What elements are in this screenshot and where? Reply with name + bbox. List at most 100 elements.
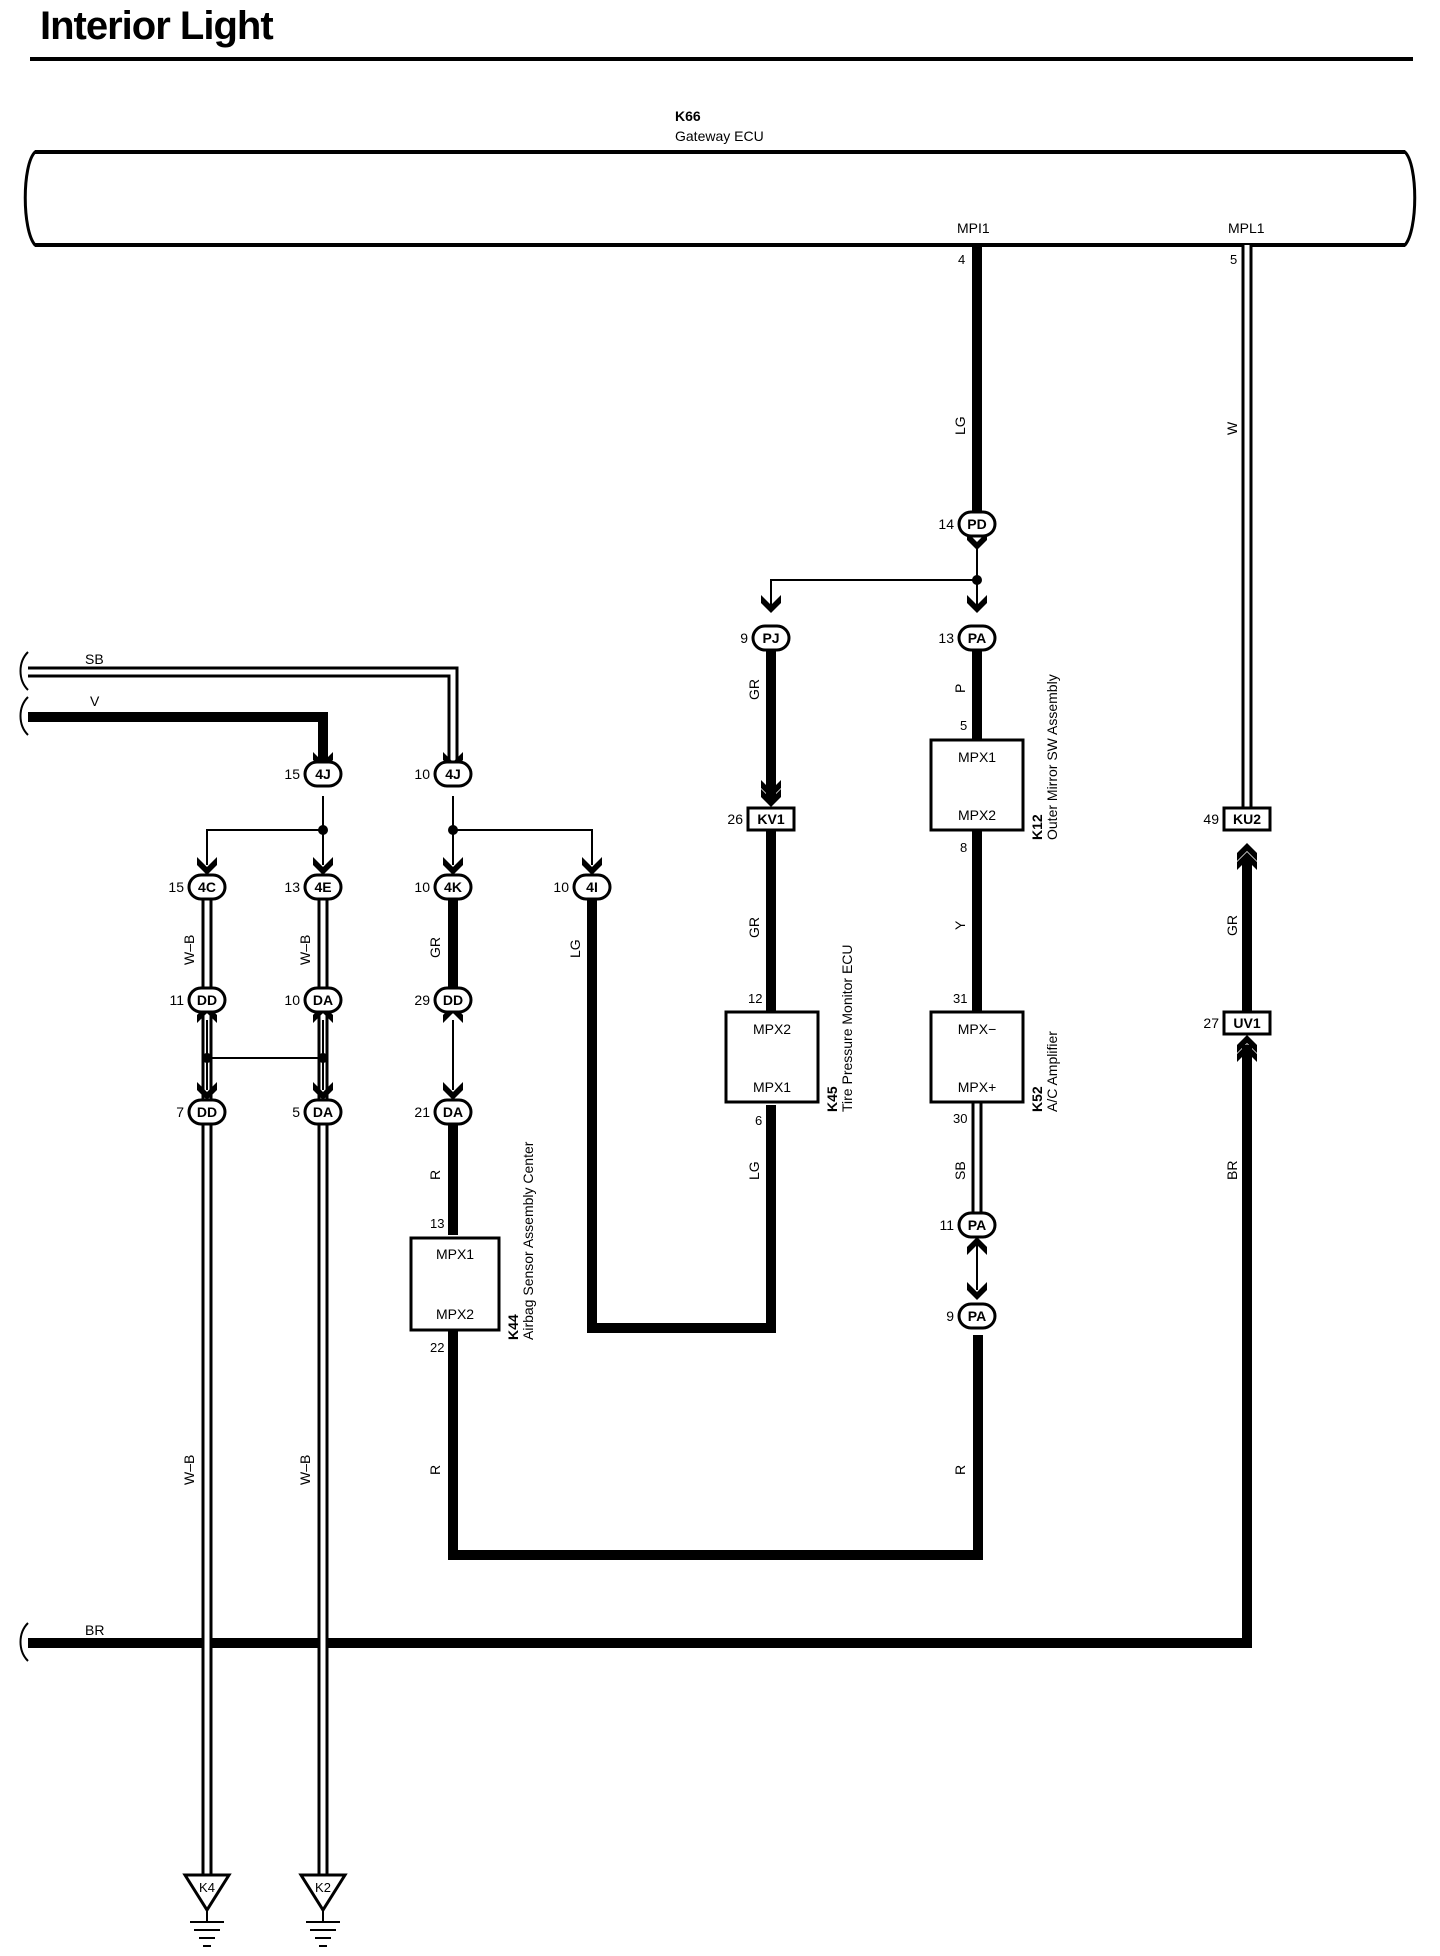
k52-id: K52 xyxy=(1029,1086,1045,1112)
conn-code: 4J xyxy=(315,766,331,782)
conn-pin: 15 xyxy=(168,879,184,895)
conn-pin: 13 xyxy=(938,630,954,646)
conn-pin: 9 xyxy=(740,630,748,646)
connector-rects xyxy=(746,806,1272,1036)
k52-box: MPX− MPX+ 31 30 K52 A/C Amplifier xyxy=(929,991,1060,1126)
conn-pin: 13 xyxy=(284,879,300,895)
wire-label: BR xyxy=(1224,1161,1240,1180)
k45-pin-a-no: 12 xyxy=(748,991,762,1006)
k12-id: K12 xyxy=(1029,814,1045,840)
conn-code: 4J xyxy=(445,766,461,782)
k45-pin-b: MPX1 xyxy=(753,1079,791,1095)
k52-pin-b: MPX+ xyxy=(958,1079,997,1095)
conn-code: 4I xyxy=(586,879,598,895)
conn-dd-29 xyxy=(433,986,473,1014)
k44-pin-a-no: 13 xyxy=(430,1216,444,1231)
wire-label: GR xyxy=(1224,915,1240,936)
conn-code: PA xyxy=(968,1217,986,1233)
wire-label: GR xyxy=(746,679,762,700)
conn-code: PA xyxy=(968,630,986,646)
wire-label: SB xyxy=(952,1161,968,1180)
ecu-pin-mpi1: MPI1 xyxy=(957,220,990,236)
k52-pin-a: MPX− xyxy=(958,1021,997,1037)
conn-da-10 xyxy=(303,986,343,1014)
conn-pin: 27 xyxy=(1203,1015,1219,1031)
conn-da-5 xyxy=(303,1098,343,1126)
conn-pin: 10 xyxy=(414,879,430,895)
k44-box: MPX1 MPX2 13 22 K44 Airbag Sensor Assemb… xyxy=(409,1141,536,1355)
k12-pin-b-no: 8 xyxy=(960,840,967,855)
ground-k2: K2 xyxy=(298,1873,348,1947)
conn-4j-15 xyxy=(303,760,343,788)
conn-pin: 7 xyxy=(176,1104,184,1120)
k44-name: Airbag Sensor Assembly Center xyxy=(520,1141,536,1340)
conn-code: KV1 xyxy=(757,811,784,827)
conn-4i xyxy=(572,873,612,901)
wire-label: P xyxy=(952,684,968,693)
conn-4k xyxy=(433,873,473,901)
conn-code: DA xyxy=(313,992,333,1008)
wire-label: W–B xyxy=(297,935,313,965)
k12-pin-a: MPX1 xyxy=(958,749,996,765)
conn-pin: 21 xyxy=(414,1104,430,1120)
k12-box: MPX1 MPX2 5 8 K12 Outer Mirror SW Assemb… xyxy=(929,674,1060,855)
conn-dd-7 xyxy=(187,1098,227,1126)
conn-code: DD xyxy=(197,1104,217,1120)
conn-pin: 15 xyxy=(284,766,300,782)
conn-kv1 xyxy=(746,806,796,832)
conn-pin: 10 xyxy=(414,766,430,782)
conn-code: 4C xyxy=(198,879,216,895)
conn-code: DD xyxy=(443,992,463,1008)
thick-wires xyxy=(28,245,1252,1648)
conn-da-21 xyxy=(433,1098,473,1126)
conn-code: PD xyxy=(967,516,986,532)
conn-pin: 10 xyxy=(553,879,569,895)
wire-label: GR xyxy=(427,937,443,958)
ecu-pin-no-4: 4 xyxy=(958,252,965,267)
ground-k4: K4 xyxy=(182,1873,232,1947)
conn-dd-11 xyxy=(187,986,227,1014)
ground-label: K4 xyxy=(199,1880,215,1895)
wire-lg-4i xyxy=(587,892,776,1333)
k45-id: K45 xyxy=(824,1086,840,1112)
conn-pin: 49 xyxy=(1203,811,1219,827)
conn-pin: 5 xyxy=(292,1104,300,1120)
wire-label: R xyxy=(427,1170,443,1180)
conn-pin: 29 xyxy=(414,992,430,1008)
wire-label-sb: SB xyxy=(85,651,104,667)
ecu-pin-no-5: 5 xyxy=(1230,252,1237,267)
wire-label: GR xyxy=(746,917,762,938)
k52-pin-b-no: 30 xyxy=(953,1111,967,1126)
conn-pin: 14 xyxy=(938,516,954,532)
conn-code: PJ xyxy=(762,630,779,646)
conn-code: KU2 xyxy=(1233,811,1261,827)
k52-name: A/C Amplifier xyxy=(1044,1031,1060,1112)
k45-pin-b-no: 6 xyxy=(755,1113,762,1128)
conn-pin: 10 xyxy=(284,992,300,1008)
conn-code: 4K xyxy=(444,879,462,895)
wire-br xyxy=(28,1045,1252,1648)
connector-pills xyxy=(187,510,997,1330)
gateway-ecu-box xyxy=(23,150,1417,247)
k44-pin-b: MPX2 xyxy=(436,1306,474,1322)
page-title: Interior Light xyxy=(40,4,274,48)
splice-dots xyxy=(202,575,982,1063)
ecu-name: Gateway ECU xyxy=(675,128,764,144)
conn-pin: 11 xyxy=(939,1217,954,1233)
wire-r-bottom xyxy=(448,1330,983,1560)
conn-4c xyxy=(187,873,227,901)
ground-label: K2 xyxy=(315,1880,331,1895)
wire-label: W xyxy=(1224,421,1240,435)
conn-code: 4E xyxy=(314,879,331,895)
splice-wires xyxy=(206,545,978,1290)
conn-pa-13 xyxy=(957,624,997,652)
conn-pa-9 xyxy=(957,1302,997,1330)
wire-label-v: V xyxy=(90,693,100,709)
k12-name: Outer Mirror SW Assembly xyxy=(1044,674,1060,840)
wire-v xyxy=(28,712,328,770)
conn-pd xyxy=(957,510,997,538)
conn-pin: 26 xyxy=(727,811,743,827)
k44-pin-a: MPX1 xyxy=(436,1246,474,1262)
k45-box: MPX2 MPX1 12 6 K45 Tire Pressure Monitor… xyxy=(724,944,855,1128)
